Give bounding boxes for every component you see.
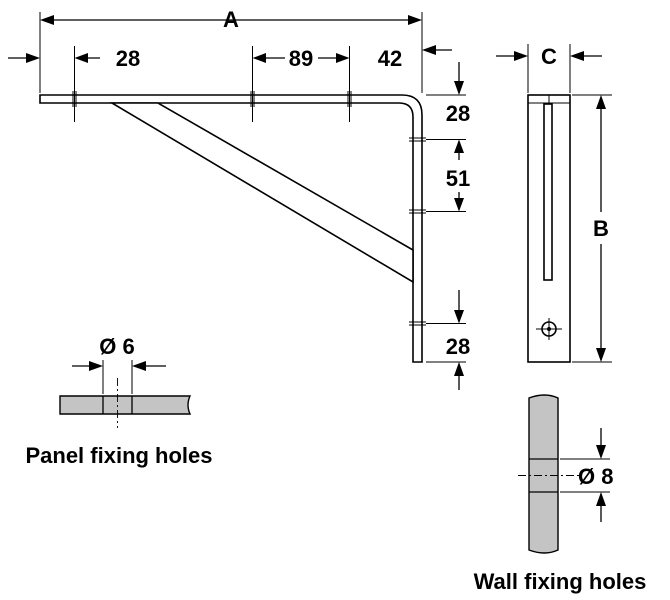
- dimension-a-label: A: [223, 7, 239, 32]
- dimension-end-offset-label: 42: [378, 46, 402, 71]
- bracket-front-view: [527, 94, 571, 363]
- wall-section: [528, 394, 559, 554]
- front-slot: [543, 103, 553, 281]
- dimension-c-label: C: [541, 44, 557, 69]
- dimension-c: C: [496, 44, 602, 93]
- bracket-profile: [39, 94, 423, 363]
- dimension-b: B: [572, 94, 612, 363]
- dimension-panel-spacing: 89: [252, 46, 350, 122]
- panel-section: [59, 395, 192, 415]
- dimension-end-offset: 42: [378, 45, 452, 71]
- panel-hole-marks: [72, 91, 352, 107]
- dimension-panel-offset: 28: [8, 46, 140, 122]
- dimension-panel-spacing-label: 89: [289, 46, 313, 71]
- bracket-side-view: [39, 91, 426, 363]
- dimension-bottom-offset-label: 28: [446, 334, 470, 359]
- bracket-strut: [109, 102, 414, 284]
- dimension-leg-verticals: 28 51 28: [426, 62, 470, 390]
- wall-fixing-caption: Wall fixing holes: [474, 569, 647, 594]
- dimension-a: A: [39, 7, 423, 93]
- wall-hole-marks: [409, 137, 426, 326]
- panel-hole-detail: Ø 6 Panel fixing holes: [25, 334, 212, 468]
- dimension-panel-offset-label: 28: [116, 46, 140, 71]
- wall-hole-diameter-label: Ø 8: [578, 464, 613, 489]
- wall-hole-detail: Ø 8 Wall fixing holes: [474, 394, 647, 594]
- panel-hole-diameter-label: Ø 6: [99, 334, 134, 359]
- panel-fixing-caption: Panel fixing holes: [25, 443, 212, 468]
- dimension-b-label: B: [593, 216, 609, 241]
- dimension-wall-spacing-label: 51: [446, 166, 470, 191]
- dimension-top-offset-label: 28: [446, 101, 470, 126]
